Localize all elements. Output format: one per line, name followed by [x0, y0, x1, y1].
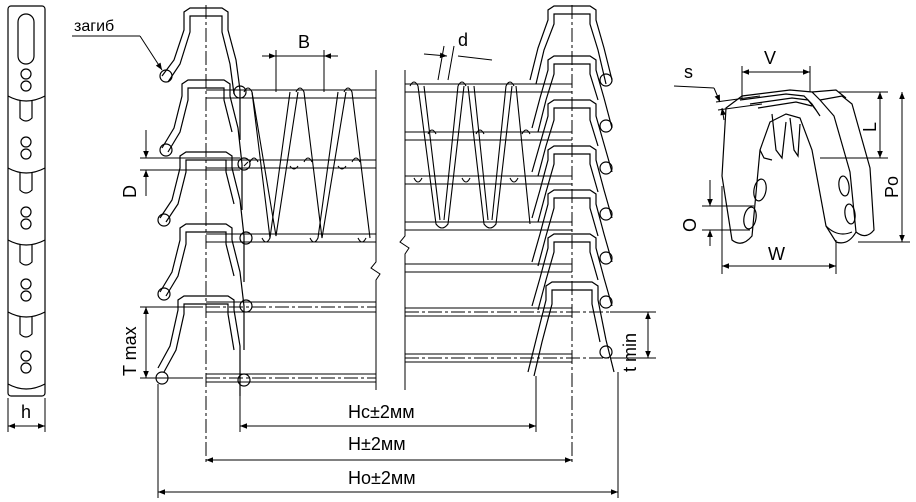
links-right — [527, 5, 615, 377]
label-H: H±2мм — [348, 434, 406, 454]
label-Hc: Hc±2мм — [348, 402, 415, 422]
bend-leader — [72, 35, 163, 71]
label-d: d — [458, 30, 468, 50]
side-view-strip — [7, 5, 46, 397]
label-O: O — [680, 218, 700, 232]
dimension-Ho — [157, 372, 619, 498]
label-D: D — [120, 185, 140, 198]
label-s: s — [684, 62, 693, 82]
dimension-L — [820, 91, 888, 159]
links-left — [155, 7, 253, 396]
label-Ho: Ho±2мм — [348, 468, 416, 488]
dimension-W — [721, 186, 837, 274]
break-lines — [370, 70, 410, 390]
spiral-mesh-right — [409, 81, 531, 229]
label-t-min: t min — [620, 333, 640, 372]
dimension-Po — [858, 92, 910, 243]
dimension-Hc — [239, 376, 537, 432]
label-B: B — [298, 32, 310, 52]
dimension-h — [7, 398, 46, 432]
dimension-O — [702, 180, 754, 246]
label-T-max: T max — [120, 326, 140, 376]
dimension-s — [673, 85, 763, 121]
label-Po: Po — [882, 176, 902, 198]
label-L: L — [860, 122, 880, 132]
link-isometric — [721, 89, 875, 244]
label-W: W — [768, 244, 785, 264]
label-V: V — [764, 48, 776, 68]
dimension-d — [423, 45, 493, 81]
dimension-V — [741, 66, 811, 98]
cross-rods — [206, 83, 572, 383]
dimension-D — [140, 130, 240, 196]
label-bend: загиб — [74, 18, 114, 35]
dimension-t-min — [610, 311, 656, 359]
dimension-B — [262, 50, 338, 92]
dimension-T-max — [140, 306, 200, 379]
spiral-mesh-left — [243, 87, 371, 243]
label-h: h — [21, 402, 31, 422]
